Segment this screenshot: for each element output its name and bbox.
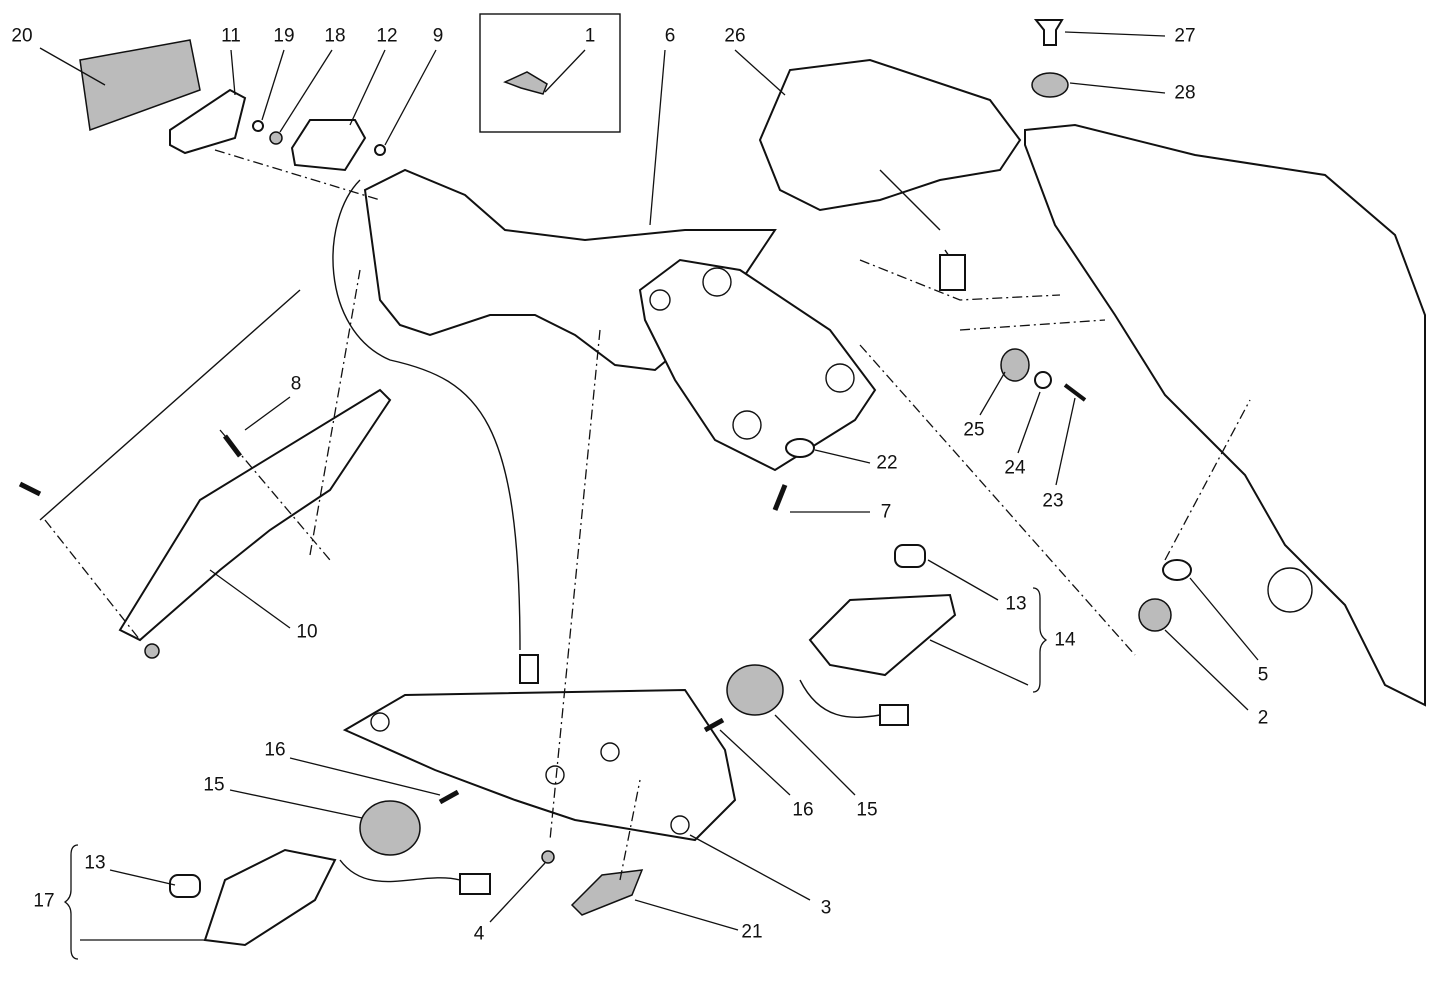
callout-15-left: 15 xyxy=(203,774,225,796)
part-17-indicator-left xyxy=(203,848,337,947)
part-2-grommet xyxy=(1138,598,1172,632)
part-16-screw-right xyxy=(703,717,725,733)
callout-13-right: 13 xyxy=(1005,593,1027,615)
callout-14: 14 xyxy=(1054,629,1076,651)
callout-25: 25 xyxy=(963,419,985,441)
plate-outline xyxy=(39,289,301,521)
hole xyxy=(670,815,690,835)
callout-10: 10 xyxy=(296,621,318,643)
callout-17: 17 xyxy=(33,890,55,912)
part-20-lens xyxy=(79,39,201,132)
callout-15-right: 15 xyxy=(856,799,878,821)
wire xyxy=(339,859,461,883)
part-13-bulb-right xyxy=(894,544,926,568)
connector xyxy=(879,704,909,726)
part-12-license-light xyxy=(290,119,367,172)
callout-2: 2 xyxy=(1257,707,1269,729)
connector xyxy=(939,254,966,291)
callout-24: 24 xyxy=(1004,457,1026,479)
frame xyxy=(1024,123,1426,707)
part-19-washer xyxy=(252,120,264,132)
wire xyxy=(799,679,881,718)
callout-22: 22 xyxy=(876,452,898,474)
callout-16-left: 16 xyxy=(264,739,286,761)
hole xyxy=(545,765,565,785)
part-13-bulb-left xyxy=(169,874,201,898)
callout-9: 9 xyxy=(432,25,444,47)
callout-11: 11 xyxy=(221,25,241,47)
callout-19: 19 xyxy=(273,25,295,47)
part-23-screw xyxy=(1063,383,1087,402)
part-21-reflector xyxy=(570,869,644,916)
callout-23: 23 xyxy=(1042,490,1064,512)
part-11-bracket xyxy=(169,88,247,155)
part-7-screw xyxy=(772,484,788,511)
part-5-bushing xyxy=(1162,559,1192,581)
part-15-spacer-left xyxy=(359,800,421,856)
part-1-clip xyxy=(503,71,548,95)
hole xyxy=(649,289,671,311)
callout-4: 4 xyxy=(473,923,485,945)
part-14-indicator-right xyxy=(808,593,957,677)
callout-18: 18 xyxy=(324,25,346,47)
callout-7: 7 xyxy=(880,501,892,523)
hole xyxy=(1267,567,1313,613)
hole xyxy=(732,410,762,440)
part-18-nut xyxy=(269,131,283,145)
hole xyxy=(702,267,732,297)
hole xyxy=(600,742,620,762)
part-8-screw xyxy=(223,434,242,458)
callout-26: 26 xyxy=(724,25,746,47)
part-9-screw xyxy=(374,144,386,156)
hole xyxy=(370,712,390,732)
callout-3: 3 xyxy=(820,897,832,919)
part-28-grommet xyxy=(1031,72,1069,98)
callout-21: 21 xyxy=(741,921,763,943)
callout-20: 20 xyxy=(11,25,33,47)
screw xyxy=(18,481,42,497)
connector xyxy=(459,873,491,895)
detail-box xyxy=(479,13,621,133)
part-3-cover xyxy=(342,688,737,842)
callout-8: 8 xyxy=(290,373,302,395)
connector xyxy=(519,654,539,684)
part-27-pin xyxy=(1033,19,1064,46)
callout-16-right: 16 xyxy=(792,799,814,821)
hole xyxy=(825,363,855,393)
callout-13-left: 13 xyxy=(84,852,106,874)
cable xyxy=(332,179,521,651)
part-24-washer xyxy=(1034,371,1052,389)
callout-6: 6 xyxy=(664,25,676,47)
part-22-washer xyxy=(785,438,815,458)
assembly-lines xyxy=(44,149,1251,881)
leader-lines xyxy=(39,31,1259,960)
part-10-plate-holder xyxy=(118,388,392,642)
callout-1: 1 xyxy=(584,25,596,47)
callout-27: 27 xyxy=(1174,25,1196,47)
callout-5: 5 xyxy=(1257,664,1269,686)
part-25-grommet xyxy=(1000,348,1030,382)
part-15-spacer-right xyxy=(726,664,784,716)
callout-28: 28 xyxy=(1174,82,1196,104)
nut xyxy=(144,643,160,659)
part-4-screw xyxy=(541,850,555,864)
part-26-tail-light xyxy=(758,58,1022,212)
callout-12: 12 xyxy=(376,25,398,47)
part-6-plate xyxy=(638,258,877,472)
part-16-screw-left xyxy=(438,789,460,805)
